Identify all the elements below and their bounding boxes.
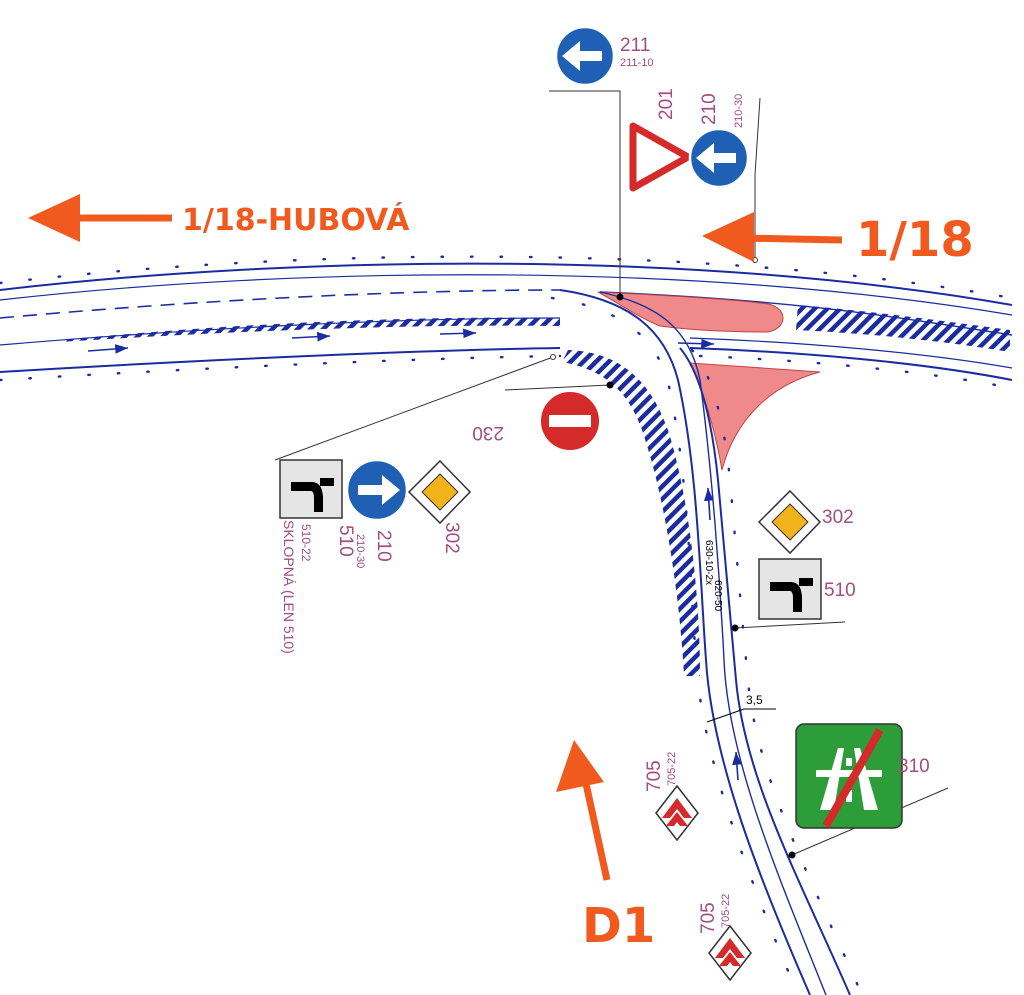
sign-note: SKLOPNÁ (LEN 510) — [281, 520, 297, 654]
delineator-dots — [0, 255, 1014, 390]
chevron-up-icon — [715, 938, 745, 958]
arrow-left-icon — [28, 194, 80, 242]
lane-arrow-2 — [291, 331, 331, 342]
sign-code: 302 — [441, 522, 462, 554]
main-road-south-edge-east-inner — [689, 337, 1013, 369]
sign-code: 210 — [373, 530, 394, 562]
ramp-east-edge — [679, 347, 851, 995]
priority-road-icon — [771, 503, 809, 541]
sign-code: 302 — [822, 507, 854, 528]
sign-code: 230 — [472, 422, 504, 443]
marking-code-label: 630-10-2x — [703, 540, 714, 585]
arrow-right-icon — [358, 475, 400, 505]
traffic-island-triangle — [689, 362, 821, 471]
sign-230: 230 — [472, 390, 601, 452]
main-road-south-edge — [0, 347, 561, 373]
hatched-area-east — [796, 305, 1010, 352]
sign-code: 705 — [644, 760, 665, 792]
sign-subcode: 705-22 — [666, 752, 678, 786]
ramp-west-edge — [559, 289, 811, 995]
sign-code: 210 — [699, 93, 720, 125]
arrow-left-icon — [702, 212, 754, 262]
sign-302-left: 302 — [407, 459, 472, 554]
sign-subcode: 210-30 — [354, 534, 366, 568]
main-road-north-edge — [0, 262, 1013, 306]
marking-code-label-2: 620-50 — [712, 580, 723, 612]
arrow-left-icon — [696, 143, 736, 173]
yield-triangle-icon — [629, 122, 692, 192]
main-road-inner-edge — [0, 274, 1013, 316]
sign-310: 310 — [795, 723, 930, 829]
chevron-up-icon — [662, 798, 692, 818]
route-label-east: 1/18 — [856, 212, 974, 268]
lane-arrow-6 — [732, 751, 742, 781]
main-road — [0, 262, 1013, 381]
lane-arrow-5 — [704, 487, 714, 521]
sign-code: 510 — [335, 525, 356, 557]
width-label: 3,5 — [746, 693, 763, 707]
sign-705-b: 705 705-22 — [698, 894, 752, 982]
sign-201: 201 — [629, 88, 692, 192]
lane-arrow-4 — [677, 338, 715, 349]
sign-510-left: 510 510-22 SKLOPNÁ (LEN 510) — [279, 459, 356, 654]
sign-subcode: 510-22 — [299, 524, 313, 562]
route-label-west: 1/18-HUBOVÁ — [182, 202, 410, 238]
sign-subcode: 211-10 — [620, 57, 653, 69]
width-dimension: 3,5 — [706, 693, 776, 723]
route-arrow-east: 1/18 — [702, 212, 974, 268]
sign-code: 310 — [898, 756, 930, 777]
main-road-south-edge-east — [689, 347, 1013, 381]
lane-merge-icon — [770, 578, 813, 612]
lane-arrows — [87, 328, 742, 781]
hatched-area-ramp — [562, 350, 700, 676]
route-arrow-west: 1/18-HUBOVÁ — [28, 194, 410, 242]
hatched-area-lane-taper — [60, 317, 560, 342]
traffic-island-north — [597, 291, 784, 333]
sign-302-right: 302 — [757, 489, 854, 555]
ramp-centre-line — [599, 291, 827, 995]
ramp-delineator-dots — [550, 296, 864, 995]
lane-arrow-1 — [87, 344, 129, 354]
arrow-up-icon — [556, 740, 604, 792]
sign-subcode: 210-30 — [733, 94, 745, 128]
sign-subcode: 705-22 — [720, 894, 732, 928]
priority-road-icon — [421, 473, 459, 511]
sign-code: 510 — [824, 580, 856, 601]
route-arrow-south: D1 — [556, 740, 655, 954]
sign-210-top: 210 210-30 — [688, 93, 750, 189]
sign-code: 211 — [620, 35, 650, 56]
sign-code: 201 — [656, 88, 677, 120]
route-label-south: D1 — [582, 898, 655, 954]
sign-210-left: 210 210-30 — [345, 458, 409, 568]
main-road-centre-dashed — [0, 289, 561, 319]
arrow-left-icon — [562, 41, 602, 71]
sign-211: 211 211-10 — [554, 25, 653, 87]
lane-arrow-3 — [439, 328, 477, 339]
sign-510-right: 510 — [758, 558, 856, 620]
lane-merge-icon — [291, 478, 334, 512]
sign-705-a: 705 705-22 — [644, 752, 699, 842]
connecting-ramp — [559, 289, 851, 995]
sign-code: 705 — [698, 902, 719, 934]
